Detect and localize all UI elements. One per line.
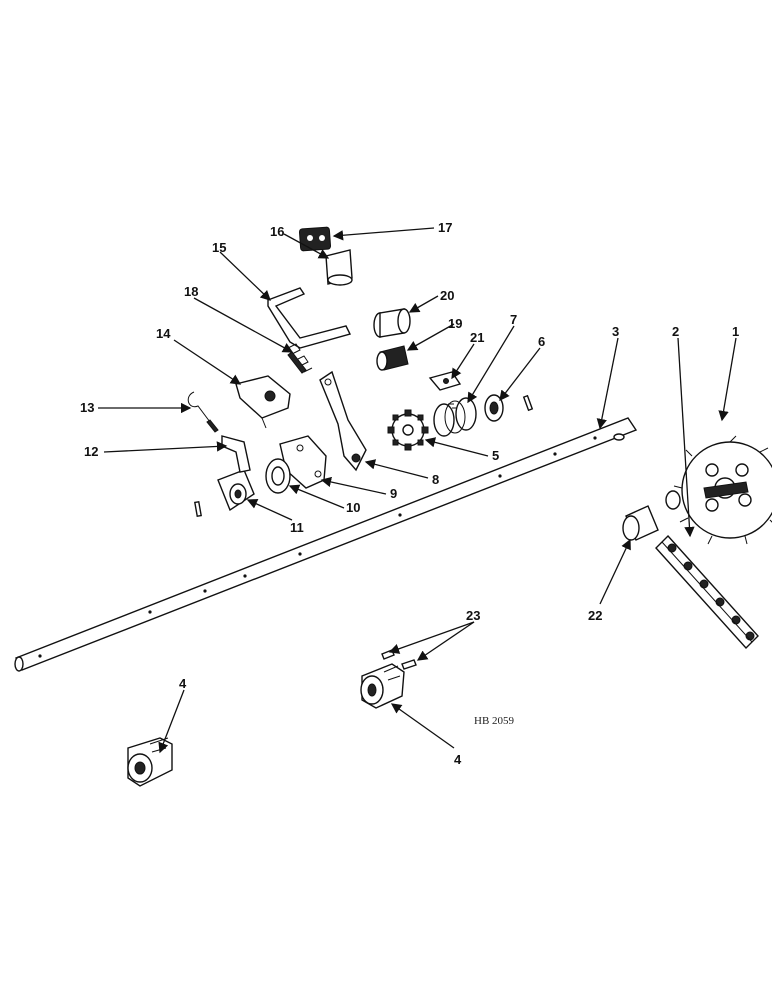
collar-part	[484, 394, 534, 422]
leader-23a	[416, 621, 475, 661]
leader-lines	[98, 227, 737, 754]
leader-11	[246, 499, 293, 521]
bearing-bracket-right-part	[360, 649, 417, 709]
callout-16: 16	[270, 224, 284, 239]
hook-rod-part	[187, 391, 219, 433]
spring-part	[287, 343, 313, 374]
callout-11: 11	[290, 520, 304, 535]
leader-19	[406, 323, 455, 351]
spacer-part	[373, 308, 411, 338]
callout-22: 22	[588, 608, 602, 623]
crank-handle-part	[267, 287, 352, 349]
callout-13: 13	[80, 400, 94, 415]
leader-21	[451, 343, 475, 380]
leader-5	[424, 437, 489, 457]
callout-9: 9	[390, 486, 397, 501]
leader-22	[599, 538, 631, 605]
leader-10	[288, 484, 345, 509]
gear-part	[387, 409, 429, 451]
callout-4-right: 4	[454, 752, 462, 767]
callout-4-left: 4	[179, 676, 187, 691]
leader-4b	[390, 703, 455, 749]
leader-7	[467, 325, 515, 404]
compression-spring-part	[433, 397, 477, 437]
callout-17: 17	[438, 220, 452, 235]
callout-21: 21	[470, 330, 484, 345]
plate-part	[298, 226, 332, 252]
washer-part	[265, 458, 291, 494]
callout-23: 23	[466, 608, 480, 623]
bushing-part	[622, 490, 681, 541]
leader-23b	[388, 621, 475, 654]
callout-6: 6	[538, 334, 545, 349]
leader-18	[193, 297, 294, 353]
leader-14	[173, 339, 242, 385]
hub-part	[194, 469, 255, 518]
leader-16	[283, 233, 330, 259]
sprocket-part	[673, 435, 772, 545]
bearing-bracket-left-part	[127, 737, 173, 787]
leader-17	[332, 227, 435, 241]
leader-2	[677, 337, 695, 538]
sleeve-part	[376, 345, 409, 371]
leader-12	[103, 441, 228, 453]
callout-12: 12	[84, 444, 98, 459]
callout-8: 8	[432, 472, 439, 487]
callout-5: 5	[492, 448, 499, 463]
leader-4a	[158, 689, 185, 754]
leader-6	[499, 347, 541, 402]
shaft-part	[14, 417, 638, 672]
callout-15: 15	[212, 240, 226, 255]
callout-3: 3	[612, 324, 619, 339]
leader-3	[596, 337, 619, 430]
chain-part	[655, 534, 759, 650]
leader-8	[364, 459, 429, 479]
arm-part	[319, 370, 367, 472]
latch-part	[428, 371, 462, 391]
callout-20: 20	[440, 288, 454, 303]
bracket-part	[221, 435, 251, 473]
lever-bracket-part	[235, 375, 291, 429]
leader-20	[408, 295, 439, 313]
leader-9	[320, 476, 387, 495]
mounting-bracket-part	[325, 249, 353, 286]
figure-code: HB 2059	[474, 715, 515, 727]
callout-7: 7	[510, 312, 517, 327]
callout-14: 14	[156, 326, 171, 341]
leader-15	[219, 251, 271, 301]
callout-10: 10	[346, 500, 360, 515]
leader-1	[718, 337, 737, 422]
callout-2: 2	[672, 324, 679, 339]
callout-19: 19	[448, 316, 462, 331]
callout-1: 1	[732, 324, 739, 339]
callout-18: 18	[184, 284, 198, 299]
callout-labels: 1 2 3 4 4 5 6 7 8 9 10 11 12 13 14 15 16…	[80, 220, 739, 767]
